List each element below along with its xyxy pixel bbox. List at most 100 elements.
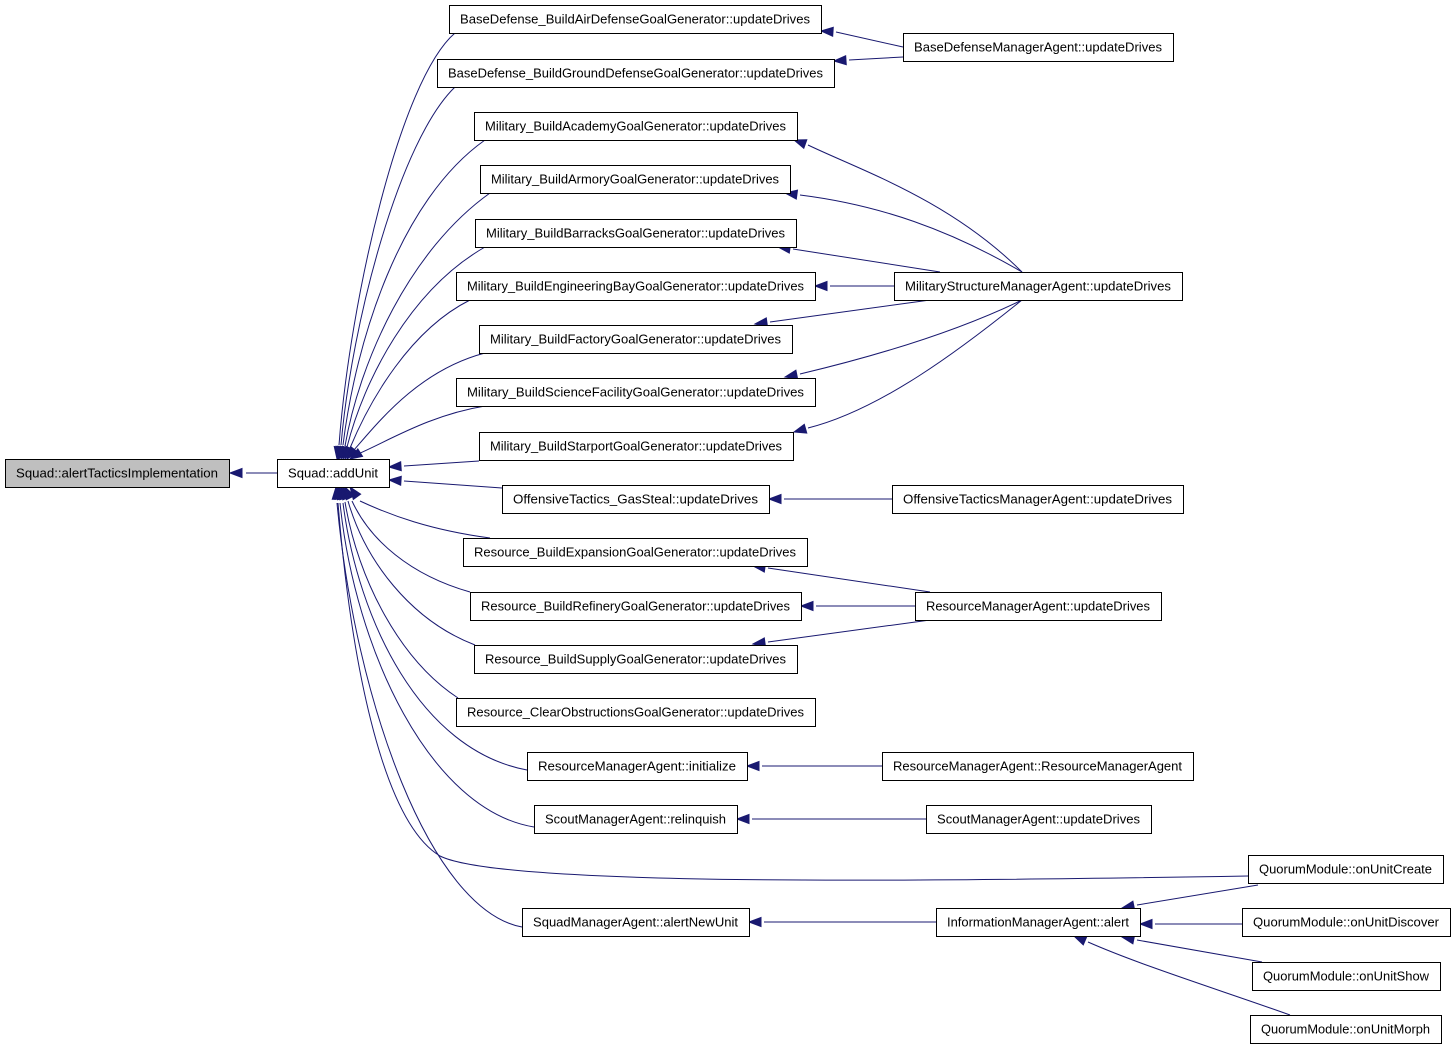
node-rma-init[interactable]: ResourceManagerAgent::initialize [527,752,748,781]
edge-line [349,299,471,449]
arrowhead-icon [1138,918,1153,930]
node-label: QuorumModule::onUnitCreate [1259,863,1432,877]
node-rma[interactable]: ResourceManagerAgent::updateDrives [915,592,1162,621]
node-box [474,645,798,674]
edge-line [848,56,904,61]
node-m-starport[interactable]: Military_BuildStarportGoalGenerator::upd… [479,432,794,461]
call-edge [228,467,277,479]
node-label: SquadManagerAgent::alertNewUnit [533,916,739,930]
node-m-factory[interactable]: Military_BuildFactoryGoalGenerator::upda… [479,325,793,354]
call-edge [348,405,486,460]
node-box [903,33,1174,62]
node-bdma[interactable]: BaseDefenseManagerAgent::updateDrives [903,33,1174,62]
node-label: BaseDefenseManagerAgent::updateDrives [914,41,1162,55]
node-sma-upd[interactable]: ScoutManagerAgent::updateDrives [926,805,1152,834]
node-label: Military_BuildStarportGoalGenerator::upd… [490,440,782,454]
call-edge [819,26,904,48]
node-sma-rel[interactable]: ScoutManagerAgent::relinquish [534,805,738,834]
node-rma-ctor[interactable]: ResourceManagerAgent::ResourceManagerAge… [882,752,1194,781]
node-m-armory[interactable]: Military_BuildArmoryGoalGenerator::updat… [480,165,791,194]
edge-line [338,32,456,446]
node-msma[interactable]: MilitaryStructureManagerAgent::updateDri… [894,272,1183,301]
node-box [1242,908,1451,937]
edge-line [346,246,486,448]
edge-line [342,502,528,771]
node-add-unit[interactable]: Squad::addUnit [277,459,390,488]
arrowhead-icon [348,447,364,460]
node-label: OffensiveTactics_GasSteal::updateDrives [513,493,758,507]
node-m-academy[interactable]: Military_BuildAcademyGoalGenerator::upda… [474,112,798,141]
call-edge [344,299,471,461]
node-label: Military_BuildEngineeringBayGoalGenerato… [467,280,804,294]
node-box [534,805,738,834]
node-label: Resource_BuildExpansionGoalGenerator::up… [474,546,796,560]
node-box [915,592,1162,621]
edge-line [351,500,471,593]
arrowhead-icon [767,493,782,505]
call-edge [342,485,476,646]
arrowhead-icon [792,423,808,434]
node-ima-alert[interactable]: InformationManagerAgent::alert [936,908,1141,937]
node-m-barracks[interactable]: Military_BuildBarracksGoalGenerator::upd… [475,219,797,248]
node-off-gas[interactable]: OffensiveTactics_GasSteal::updateDrives [502,485,770,514]
call-edge [336,485,528,771]
arrowhead-icon [1072,935,1088,946]
node-box [475,219,797,248]
call-edge [753,299,931,328]
node-box [463,538,808,567]
arrowhead-icon [331,485,342,500]
node-box [527,752,748,781]
node-box [936,908,1141,937]
edge-line [835,31,904,48]
call-edge [333,32,456,461]
node-label: Military_BuildBarracksGoalGenerator::upd… [486,227,785,241]
node-box [456,272,816,301]
node-qm-morph[interactable]: QuorumModule::onUnitMorph [1250,1015,1442,1044]
edge-line [799,299,1023,375]
node-m-sci[interactable]: Military_BuildScienceFacilityGoalGenerat… [456,378,816,407]
node-root[interactable]: Squad::alertTacticsImplementation [5,459,230,488]
node-qm-create[interactable]: QuorumModule::onUnitCreate [1248,855,1444,884]
node-label: QuorumModule::onUnitDiscover [1253,916,1439,930]
node-bd-air[interactable]: BaseDefense_BuildAirDefenseGoalGenerator… [449,5,822,34]
edge-line [767,619,931,643]
call-edge [751,619,931,648]
node-label: Military_BuildArmoryGoalGenerator::updat… [491,173,779,187]
node-label: Military_BuildFactoryGoalGenerator::upda… [490,333,781,347]
node-box [456,698,816,727]
arrowhead-icon [387,475,402,487]
edge-line [807,299,1023,429]
node-box [5,459,230,488]
edge-line [339,502,535,828]
node-label: BaseDefense_BuildGroundDefenseGoalGenera… [448,67,823,81]
node-sqma-alert[interactable]: SquadManagerAgent::alertNewUnit [522,908,750,937]
node-qm-discover[interactable]: QuorumModule::onUnitDiscover [1242,908,1451,937]
call-edge [813,280,894,292]
node-qm-show[interactable]: QuorumModule::onUnitShow [1252,962,1441,991]
node-box [437,59,835,88]
node-r-ref[interactable]: Resource_BuildRefineryGoalGenerator::upd… [470,592,802,621]
node-label: OffensiveTacticsManagerAgent::updateDriv… [903,493,1172,507]
edge-line [1136,939,1263,963]
call-edge [387,475,503,489]
node-m-eng-bay[interactable]: Military_BuildEngineeringBayGoalGenerato… [456,272,816,301]
edge-line [403,460,480,467]
node-label: Resource_BuildSupplyGoalGenerator::updat… [485,653,786,667]
call-edge [1138,918,1242,930]
node-label: Resource_ClearObstructionsGoalGenerator:… [467,706,804,720]
edge-line [792,248,941,273]
call-edge [335,86,456,461]
node-otma[interactable]: OffensiveTacticsManagerAgent::updateDriv… [892,485,1184,514]
node-box [277,459,390,488]
node-r-supply[interactable]: Resource_BuildSupplyGoalGenerator::updat… [474,645,798,674]
node-label: Squad::alertTacticsImplementation [16,467,218,481]
node-r-clear[interactable]: Resource_ClearObstructionsGoalGenerator:… [456,698,816,727]
node-r-exp[interactable]: Resource_BuildExpansionGoalGenerator::up… [463,538,808,567]
edge-line [1087,941,1291,1016]
node-bd-ground[interactable]: BaseDefense_BuildGroundDefenseGoalGenera… [437,59,835,88]
arrowhead-icon [832,54,847,66]
node-box [892,485,1184,514]
node-label: ResourceManagerAgent::ResourceManagerAge… [893,760,1183,774]
node-box [882,752,1194,781]
